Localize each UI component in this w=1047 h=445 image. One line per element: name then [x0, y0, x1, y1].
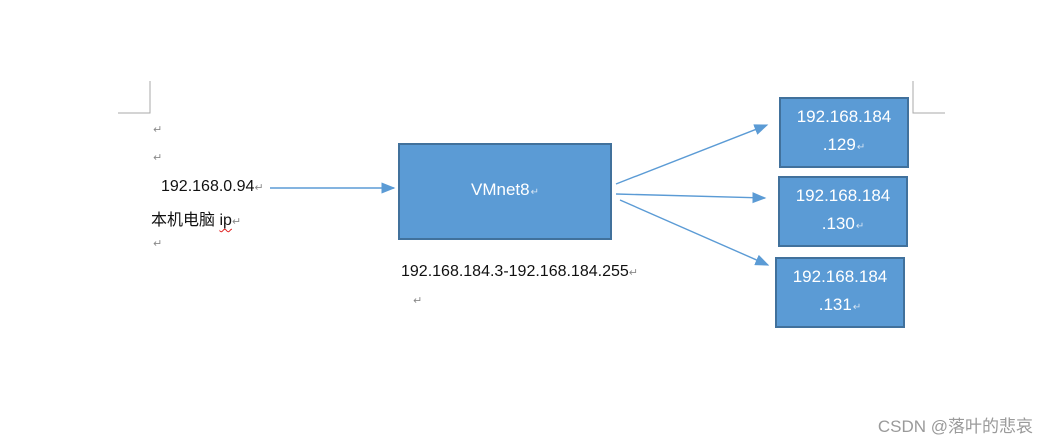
- vm-box-130: 192.168.184 .130↵: [778, 176, 908, 247]
- vm-ip-line1: 192.168.184: [792, 267, 888, 286]
- host-ip: 192.168.0.94: [161, 178, 255, 195]
- watermark: CSDN @落叶的悲哀: [877, 417, 1033, 436]
- arrow-to-vm-129: [615, 124, 769, 185]
- subnet-range: 192.168.184.3-192.168.184.255↵: [401, 263, 638, 281]
- vm-ip-line1: 192.168.184: [795, 186, 891, 205]
- paragraph-mark: ↵: [530, 187, 539, 198]
- host-caption-suffix: ip: [219, 212, 232, 229]
- paragraph-mark: ↵: [153, 152, 163, 164]
- vm-box-131: 192.168.184 .131↵: [775, 257, 905, 328]
- paragraph-mark: ↵: [231, 216, 242, 228]
- vm-ip-line2: .130: [821, 214, 855, 233]
- page-corner-left: [118, 81, 151, 114]
- host-caption-text: 本机电脑: [151, 212, 220, 229]
- vm-ip-line1: 192.168.184: [796, 107, 892, 126]
- paragraph-mark: ↵: [413, 295, 423, 307]
- subnet-range-text: 192.168.184.3-192.168.184.255: [401, 263, 629, 280]
- vm-ip-line2: .131: [818, 295, 852, 314]
- paragraph-mark: ↵: [855, 221, 865, 232]
- paragraph-mark: ↵: [254, 182, 264, 194]
- paragraph-mark: ↵: [856, 142, 866, 153]
- paragraph-mark: ↵: [852, 302, 862, 313]
- paragraph-mark: ↵: [153, 238, 163, 250]
- paragraph-mark: ↵: [628, 267, 638, 279]
- vm-ip-line2: .129: [822, 135, 856, 154]
- host-caption: 本机电脑 ip↵: [151, 206, 241, 230]
- vmnet8-label: VMnet8: [471, 180, 530, 199]
- arrow-to-vm-131: [619, 199, 770, 266]
- vm-box-129: 192.168.184 .129↵: [779, 97, 909, 168]
- vmnet8-box: VMnet8↵: [398, 143, 612, 240]
- host-ip-label: 192.168.0.94↵: [161, 178, 264, 196]
- page-corner-right: [912, 81, 945, 114]
- paragraph-mark: ↵: [153, 124, 163, 136]
- arrow-to-vm-130: [615, 192, 767, 204]
